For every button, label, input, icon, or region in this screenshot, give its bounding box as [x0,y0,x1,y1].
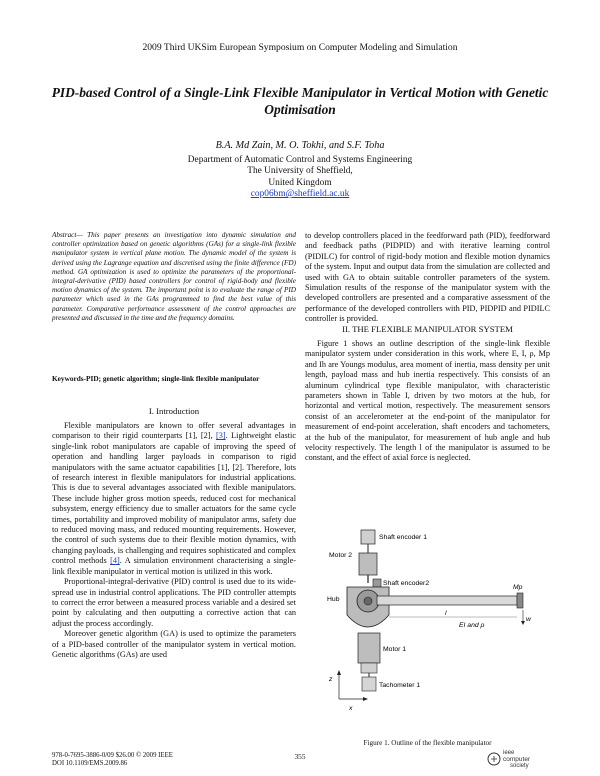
paper-title: PID-based Control of a Single-Link Flexi… [51,85,549,117]
section-heading-introduction: I. Introduction [148,406,200,416]
paragraph: Moreover genetic algorithm (GA) is used … [52,629,296,659]
shaft-encoder-1-shape [360,529,376,545]
label-x: x [348,705,353,712]
paragraph: Proportional-integral-derivative (PID) c… [52,577,296,628]
label-z: z [328,676,333,683]
tachometer-shape [361,676,377,692]
affiliation-line: Department of Automatic Control and Syst… [187,155,413,165]
paragraph: Figure 1 shows an outline description of… [305,339,550,463]
author-list: B.A. Md Zain, M. O. Tokhi, and S.F. Toha [215,140,385,151]
page-number: 355 [294,752,306,761]
text-run: Flexible manipulators are known to offer… [52,421,296,441]
label-w: w [526,616,532,623]
svg-text:computer: computer [503,756,531,763]
motor-1-shape [357,632,381,664]
affiliation-line: The University of Sheffield, [247,166,353,177]
svg-text:ieee: ieee [503,750,515,756]
flexible-link-shape [376,595,518,606]
text-run: . Lightweight elastic single-link robot … [52,431,296,566]
label-motor-2: Motor 2 [329,552,352,559]
label-length: l [445,610,447,617]
citation-link[interactable]: [3] [215,431,226,441]
manipulator-diagram: Shaft encoder 1 Motor 2 Shaft encoder2 H… [327,529,532,712]
author-email-link[interactable]: cop06bm@sheffield.ac.uk [250,189,350,200]
shaft-encoder-2-shape [372,578,382,588]
label-shaft-encoder-1: Shaft encoder 1 [379,534,427,541]
label-hub: Hub [327,596,340,603]
label-payload-mass: Mp [513,584,523,591]
label-motor-1: Motor 1 [383,646,406,653]
label-tachometer-1: Tachometer 1 [379,682,420,689]
label-shaft-encoder-2: Shaft encoder2 [383,580,429,587]
paragraph: Flexible manipulators are known to offer… [52,421,296,577]
abstract-label: Abstract— [52,231,83,239]
svg-text:society: society [510,763,529,769]
text-run: . A simulation environment characterisin… [52,556,297,576]
affiliation-line: United Kingdom [268,177,332,188]
section-heading-flexible-manipulator: II. THE FLEXIBLE MANIPULATOR SYSTEM [342,324,513,334]
abstract: Abstract— This paper presents an investi… [52,231,296,323]
paragraph: to develop controllers placed in the fee… [305,231,550,324]
abstract-text: This paper presents an investigation int… [52,231,296,322]
keywords: Keywords-PID; genetic algorithm; single-… [52,374,260,383]
label-ei-rho: EI and ρ [459,622,485,629]
citation-link[interactable]: [4] [110,556,120,566]
isbn-line: 978-0-7695-3886-0/09 $26.00 © 2009 IEEE [52,752,173,759]
introduction-body: Flexible manipulators are known to offer… [52,421,296,660]
doi-line: DOI 10.1109/EMS.2009.86 [52,760,128,768]
figure-caption: Figure 1. Outline of the flexible manipu… [363,739,492,747]
section-2-body: Figure 1 shows an outline description of… [305,339,550,464]
conference-header: 2009 Third UKSim European Symposium on C… [142,42,458,53]
affiliation-block: Department of Automatic Control and Syst… [0,155,600,201]
footer-copyright: 978-0-7695-3886-0/09 $26.00 © 2009 IEEE … [52,752,173,768]
motor-2-shape [358,552,378,576]
computer-society-logo: ieee computer society [487,750,531,769]
payload-shape [516,592,524,609]
